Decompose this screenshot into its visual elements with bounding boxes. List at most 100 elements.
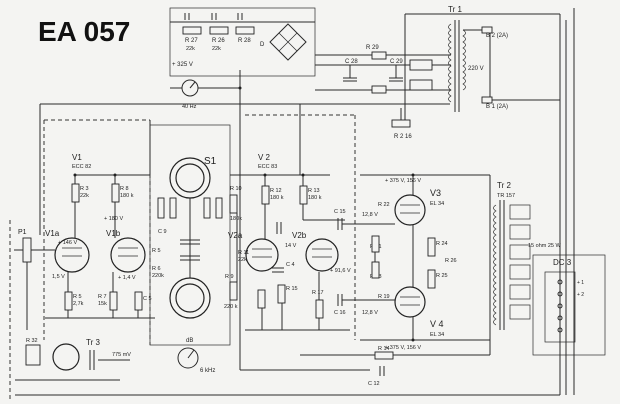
v2-label: V 2: [258, 153, 271, 162]
r12-value: 180 k: [270, 195, 284, 201]
r27-label: R 27: [185, 38, 198, 44]
v15-label: 1,5 V: [52, 274, 65, 280]
tr3-label: Tr 3: [86, 338, 100, 347]
tr1-label: Tr 1: [448, 5, 462, 14]
v3-tube: [394, 194, 426, 226]
r26-value: 22k: [212, 46, 221, 52]
r13-value: 180 k: [308, 195, 322, 201]
v1-label: V1: [72, 153, 82, 162]
r8-label: R 8: [120, 186, 129, 192]
c5-label: C 5: [143, 296, 152, 302]
r11-value: 22k: [238, 257, 247, 263]
r24-label: R 24: [436, 241, 448, 247]
input-section: P1: [9, 220, 55, 400]
v1b-label: V1b: [106, 229, 121, 238]
s1-label: S1: [204, 156, 217, 167]
r22-label: R 22: [378, 202, 390, 208]
db-label: dB: [186, 338, 193, 344]
tr2-type: TR 157: [497, 193, 515, 199]
fuse-b1-label: B 1 (2A): [486, 104, 508, 110]
r25-label: R 25: [436, 273, 448, 279]
v375a-label: + 375 V, 156 V: [385, 178, 421, 184]
r5-value: 2,7k: [73, 301, 84, 307]
v128b-label: 12,8 V: [362, 310, 378, 316]
r29-label: R 29: [366, 45, 379, 51]
r15-label: R 15: [286, 286, 298, 292]
r10-label: R 10: [230, 186, 242, 192]
r5b-label: R 5: [152, 248, 161, 254]
v14-label: 14 V: [285, 243, 297, 249]
c12-label: C 12: [368, 381, 380, 387]
v2-type: ECC 83: [258, 164, 277, 170]
c29-label: C 29: [390, 59, 403, 65]
dc3-label: DC 3: [553, 258, 572, 267]
hum-pot: 40 Hz: [170, 70, 241, 370]
r7-label: R 7: [98, 294, 107, 300]
c9-label: C 9: [158, 229, 167, 235]
tr2-label: Tr 2: [497, 181, 511, 190]
r28-resistor: [235, 26, 255, 35]
load-label: 15 ohm 25 W: [528, 243, 562, 249]
v14b-label: + 1,4 V: [118, 275, 136, 281]
dc3-connector: DC 3 + 1 + 2: [532, 254, 606, 356]
r26b-label: R 26: [445, 258, 457, 264]
p1-label: P1: [18, 229, 27, 236]
hum-label: 40 Hz: [182, 104, 197, 110]
r14-label: R 14: [378, 346, 390, 352]
b325-label: + 325 V: [172, 62, 193, 68]
v4-type: EL 34: [430, 332, 444, 338]
dc3-pin2: + 2: [577, 292, 584, 298]
s1-network: S1 C 9 R 5 R 6 220k: [149, 124, 231, 346]
fuse-b1: [481, 96, 493, 104]
secondary-rectifiers: C 28 R 29 C 29 R 2 16: [300, 45, 451, 140]
fuse-b2: [481, 26, 493, 34]
mv775-label: 775 mV: [112, 352, 131, 358]
r16-label: R 2 16: [394, 134, 412, 140]
r27-resistor: [182, 26, 202, 35]
r6-value: 220k: [152, 273, 164, 279]
r7-value: 15k: [98, 301, 107, 307]
r28-label: R 28: [238, 38, 251, 44]
v1a-label: V1a: [45, 229, 60, 238]
power-supply-section: R 27 R 26 R 28 22k 22k + 325 V D: [169, 7, 316, 77]
schematic-title: EA 057: [38, 16, 130, 47]
c16-label: C 16: [334, 310, 346, 316]
r3-label: R 3: [80, 186, 89, 192]
v2b-label: V2b: [292, 231, 307, 240]
v375b-label: + 375 V, 156 V: [385, 345, 421, 351]
r8-value: 180 k: [120, 193, 134, 199]
rectifier-d-label: D: [260, 42, 265, 48]
r13-label: R 13: [308, 188, 320, 194]
db-pot: dB 6 kHz: [177, 338, 215, 374]
r9-label: R 9: [225, 274, 234, 280]
fuse-b2-label: B 2 (2A): [486, 33, 508, 39]
v1a-tube: [54, 237, 90, 273]
r11-label: R 11: [238, 250, 249, 256]
dc3-pin1: + 1: [577, 280, 584, 286]
r26-resistor: [209, 26, 229, 35]
r6-label: R 6: [152, 266, 161, 272]
r12-label: R 12: [270, 188, 282, 194]
r9-value: 220 k: [224, 304, 238, 310]
output-stage: + 375 V, 156 V V3 EL 34 V 4 EL 34 12,8 V…: [300, 174, 490, 387]
r17-label: R 17: [312, 290, 324, 296]
v180-label: + 180 V: [104, 216, 123, 222]
v1-type: ECC 82: [72, 164, 91, 170]
c4-label: C 4: [286, 262, 295, 268]
v3-type: EL 34: [430, 201, 444, 207]
v146-label: + 146 V: [58, 240, 77, 246]
c15-label: C 15: [334, 209, 346, 215]
v916-label: + 91,6 V: [330, 268, 351, 274]
r3-value: 22k: [80, 193, 89, 199]
r19-label: R 19: [378, 294, 390, 300]
v3-label: V3: [430, 188, 441, 198]
v4-label: V 4: [430, 319, 444, 329]
tr2-transformer: Tr 2 TR 157 15 ohm 25 W: [489, 175, 562, 355]
bridge-rectifier: D: [260, 23, 307, 61]
r32-label: R 32: [26, 338, 38, 344]
v4-tube: [394, 286, 426, 318]
v2a-label: V2a: [228, 231, 243, 240]
v2-stage: V 2 ECC 83 R 12 180 k R 13 180 k V2a V2b…: [228, 114, 370, 340]
